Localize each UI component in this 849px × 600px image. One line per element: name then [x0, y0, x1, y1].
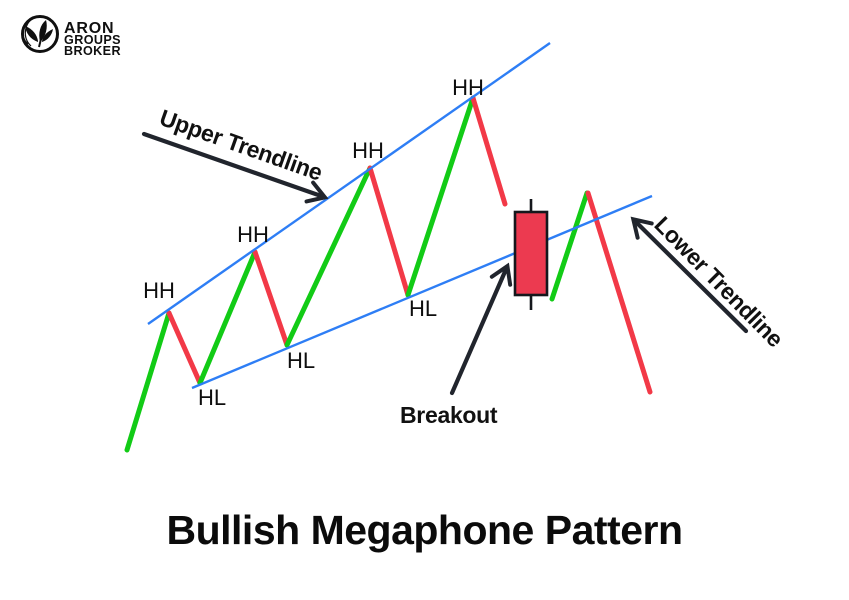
logo-text-broker: BROKER: [64, 44, 121, 58]
price-leg-up-8: [549, 190, 590, 302]
lower-trendline-arrow: [630, 216, 749, 334]
pivot-label-hh-2: HH: [237, 222, 269, 247]
lower-trendline-label: Lower Trendline: [649, 211, 788, 352]
pivot-label-hh-0: HH: [143, 278, 175, 303]
pivot-label-hl-1: HL: [198, 385, 226, 410]
pivot-label-hl-3: HL: [287, 348, 315, 373]
price-leg-up-2: [197, 249, 258, 386]
price-leg-down-9: [585, 190, 653, 395]
pivot-label-hl-5: HL: [409, 296, 437, 321]
pivot-label-hh-4: HH: [352, 138, 384, 163]
logo-text-groups: GROUPS: [64, 33, 121, 47]
breakout-candle-body: [513, 210, 549, 297]
upper-trendline: [147, 42, 551, 325]
upper-trendline-label: Upper Trendline: [156, 104, 325, 185]
pivot-label-hh-6: HH: [452, 75, 484, 100]
price-leg-up-6: [405, 95, 476, 298]
page-title: Bullish Megaphone Pattern: [166, 507, 684, 553]
logo-leaf-icon: [21, 16, 53, 48]
breakout-arrow: [449, 262, 513, 396]
breakout-label: Breakout: [400, 402, 498, 428]
upper-trendline-arrow: [141, 131, 329, 204]
price-leg-up-4: [284, 165, 373, 348]
price-leg-down-3: [252, 249, 290, 348]
price-leg-down-5: [367, 165, 411, 298]
price-leg-up-0: [124, 310, 172, 453]
logo-text-aron: ARON: [64, 20, 114, 37]
brand-logo: ARON GROUPS BROKER: [21, 15, 121, 58]
lower-trendline: [191, 194, 653, 390]
price-leg-down-1: [166, 310, 203, 386]
price-leg-down-7: [470, 95, 508, 207]
